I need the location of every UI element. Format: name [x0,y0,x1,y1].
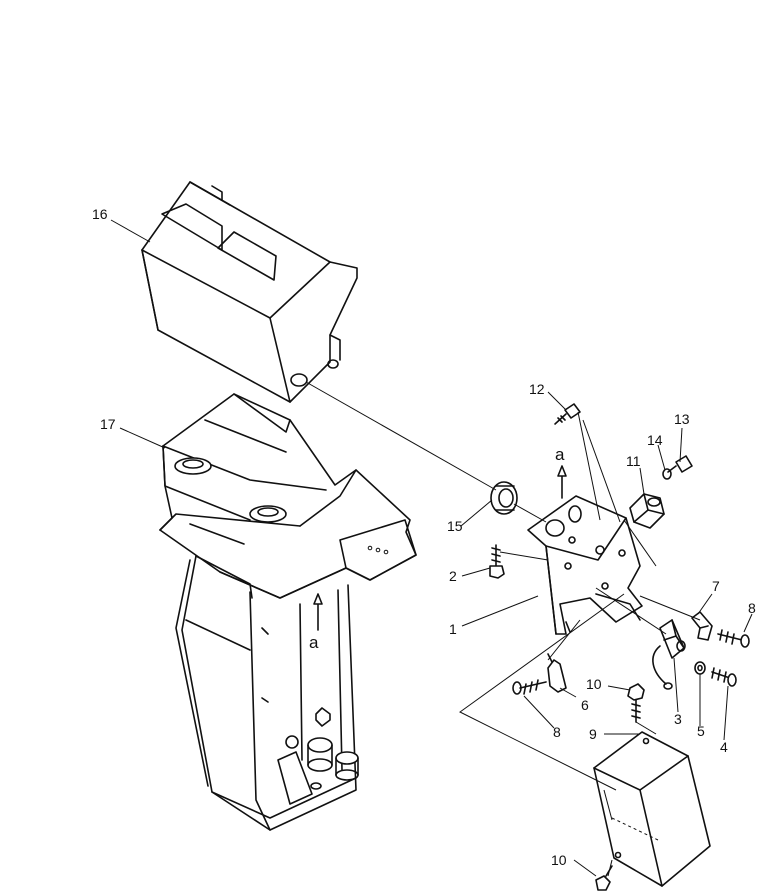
callout-7: 7 [712,578,720,594]
leader-lines [110,219,753,877]
part-15-grommet [490,481,518,515]
view-arrow-a-right: a [555,445,567,499]
callout-9: 9 [589,726,597,742]
pedestal-column [175,555,359,831]
callout-14: 14 [647,432,663,448]
part-4-bolt [711,667,737,687]
part-8-bolt-upper [717,629,750,648]
view-label-a-right: a [555,445,565,464]
callout-17: 17 [100,416,116,432]
callout-8-lower: 8 [553,724,561,740]
part-17-top-frame [159,393,417,599]
callout-10-upper: 10 [586,676,602,692]
callout-5: 5 [697,723,705,739]
callout-6: 6 [581,697,589,713]
part-7-clamp [691,611,713,641]
part-10-bolt-upper [627,683,645,723]
part-2-bolt [489,544,505,579]
part-14-washer [662,468,672,480]
part-9-cover [593,731,711,887]
part-8-bolt-lower [512,679,547,695]
part-3-limit-switch [652,619,686,690]
callout-15: 15 [447,518,463,534]
part-6-clamp [547,653,567,693]
callout-10-lower: 10 [551,852,567,868]
callout-12: 12 [529,381,545,397]
assembly-lines [305,381,701,877]
callout-8-upper: 8 [748,600,756,616]
callout-1: 1 [449,621,457,637]
callout-11: 11 [626,453,641,469]
view-label-a-left: a [309,633,319,652]
callout-labels: 16 17 12 13 14 11 15 2 1 7 8 10 6 3 5 4 … [92,206,756,868]
part-1-bracket [527,495,643,635]
part-12-screw [554,403,581,425]
part-16-upper-cover [141,181,358,403]
callout-16: 16 [92,206,108,222]
part-5-washer [694,661,706,675]
callout-3: 3 [674,711,682,727]
callout-13: 13 [674,411,690,427]
part-11-switch [629,493,665,529]
part-10-bolt-lower [595,865,613,891]
view-arrow-a-left: a [309,593,323,652]
callout-4: 4 [720,739,728,755]
callout-2: 2 [449,568,457,584]
